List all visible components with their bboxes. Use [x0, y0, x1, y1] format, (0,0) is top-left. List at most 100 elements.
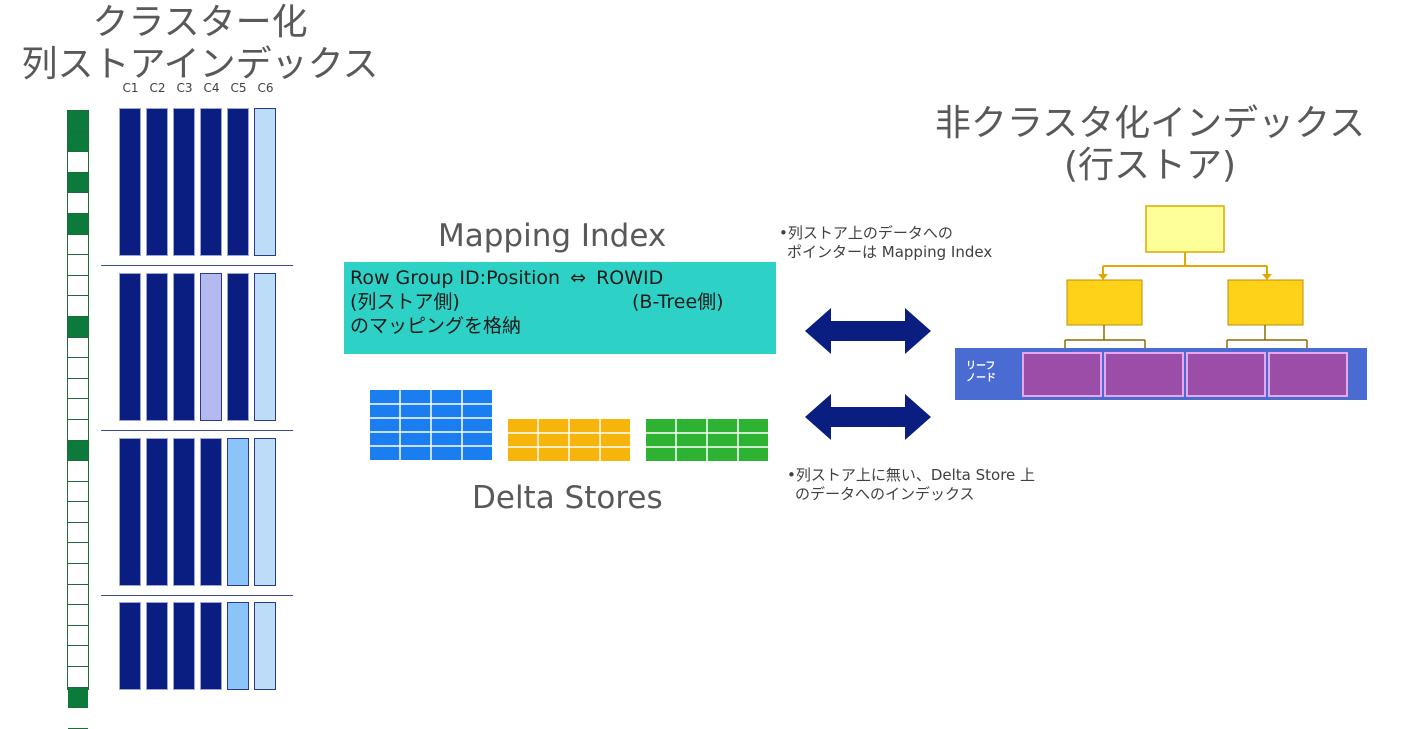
column-label: C2 — [149, 81, 166, 95]
column-label: C3 — [176, 81, 193, 95]
delta-stores-title: Delta Stores — [472, 480, 663, 516]
bitmap-cell — [68, 378, 88, 400]
row-group-3 — [119, 438, 276, 586]
column-segment — [254, 602, 276, 690]
column-segment — [173, 273, 195, 421]
column-segment — [146, 273, 168, 421]
row-group-2 — [119, 273, 276, 421]
bitmap-cell — [68, 461, 88, 482]
leaf-node-label-line2: ノード — [966, 373, 996, 384]
mapping-btree-side: (B-Tree側) — [632, 291, 724, 313]
mapping-description: のマッピングを格納 — [350, 315, 522, 337]
column-segment — [227, 602, 249, 690]
column-segment — [227, 438, 249, 586]
double-arrow-mapping — [805, 308, 931, 354]
bitmap-cell — [68, 296, 88, 317]
column-label: C5 — [230, 81, 247, 95]
column-segment — [119, 108, 141, 256]
btree-graphic — [1061, 205, 1311, 353]
bitmap-cell — [68, 337, 88, 359]
row-group-4 — [119, 602, 276, 690]
right-title: 非クラスタ化インデックス (行ストア) — [930, 103, 1370, 187]
delete-bitmap — [67, 110, 89, 729]
right-title-line2: (行ストア) — [1063, 145, 1237, 186]
column-segment — [254, 108, 276, 256]
btree-root-node — [1145, 205, 1225, 253]
column-segment — [119, 273, 141, 421]
leaf-node — [1022, 352, 1102, 397]
column-segment — [146, 438, 168, 586]
bitmap-cell — [68, 399, 88, 420]
bitmap-cell — [68, 522, 88, 544]
column-segment — [227, 108, 249, 256]
column-segment — [146, 108, 168, 256]
bitmap-cell — [68, 193, 88, 214]
bitmap-cell — [68, 605, 88, 626]
mapping-columnstore-side: (列ストア側) — [350, 291, 460, 313]
bitmap-cell — [68, 275, 88, 297]
pointer-note: •列ストア上のデータへの ポインターは Mapping Index — [779, 224, 992, 262]
pointer-note-line2: ポインターは Mapping Index — [787, 243, 993, 261]
bitmap-cell — [68, 667, 88, 688]
delta-note-line1: •列ストア上に無い、Delta Store 上 — [787, 466, 1036, 484]
leaf-node — [1104, 352, 1184, 397]
delta-stores-graphic — [370, 390, 768, 461]
bitmap-cell — [68, 358, 88, 379]
leaf-node-label: リーフ ノード — [966, 361, 996, 385]
column-segment — [200, 273, 222, 421]
bitmap-cell — [68, 111, 88, 132]
bitmap-cell — [68, 708, 88, 729]
double-arrow-delta — [805, 394, 931, 440]
column-segment — [200, 108, 222, 256]
pointer-note-line1: •列ストア上のデータへの — [779, 224, 953, 242]
column-segment — [173, 438, 195, 586]
column-segment — [146, 602, 168, 690]
delta-store-green — [646, 419, 768, 461]
bitmap-cell — [68, 255, 88, 276]
left-title-line2: 列ストアインデックス — [21, 44, 379, 85]
bitmap-cell — [68, 502, 88, 523]
delta-store-orange — [508, 419, 630, 461]
column-label: C6 — [257, 81, 274, 95]
right-title-line1: 非クラスタ化インデックス — [934, 103, 1366, 144]
column-segment — [119, 602, 141, 690]
mapping-arrow: ⇔ — [570, 267, 587, 289]
bitmap-cell — [68, 687, 88, 709]
bitmap-cell — [68, 543, 88, 565]
row-group-divider — [101, 595, 293, 596]
column-segment — [254, 438, 276, 586]
delta-note: •列ストア上に無い、Delta Store 上 のデータへのインデックス — [787, 466, 1035, 504]
column-labels: C1 C2 C3 C4 C5 C6 — [117, 81, 279, 95]
column-segment — [200, 602, 222, 690]
bitmap-cell — [68, 419, 88, 441]
left-title-line1: クラスター化 — [92, 2, 308, 43]
bitmap-cell — [68, 131, 88, 153]
leaf-node — [1268, 352, 1348, 397]
delta-note-line2: のデータへのインデックス — [795, 485, 975, 503]
row-group-divider — [101, 430, 293, 431]
bitmap-cell — [68, 481, 88, 503]
row-group-1 — [119, 108, 276, 256]
bitmap-cell — [68, 625, 88, 647]
bitmap-cell — [68, 152, 88, 173]
bitmap-cell — [68, 213, 88, 235]
bitmap-cell — [68, 646, 88, 668]
column-segment — [227, 273, 249, 421]
mapping-index-title: Mapping Index — [438, 218, 667, 254]
bitmap-cell — [68, 584, 88, 606]
bitmap-cell — [68, 564, 88, 585]
delta-store-blue — [370, 390, 492, 460]
left-title: クラスター化 列ストアインデックス — [0, 2, 400, 86]
bitmap-cell — [68, 234, 88, 256]
leaf-node — [1186, 352, 1266, 397]
mapping-rowgroup-text: Row Group ID:Position — [350, 267, 561, 289]
column-label: C1 — [122, 81, 139, 95]
btree-branch-node — [1066, 279, 1143, 326]
column-segment — [173, 108, 195, 256]
bitmap-cell — [68, 316, 88, 338]
row-group-divider — [101, 265, 293, 266]
column-segment — [200, 438, 222, 586]
column-segment — [119, 438, 141, 586]
bitmap-cell — [68, 440, 88, 462]
leaf-node-label-line1: リーフ — [966, 361, 996, 372]
